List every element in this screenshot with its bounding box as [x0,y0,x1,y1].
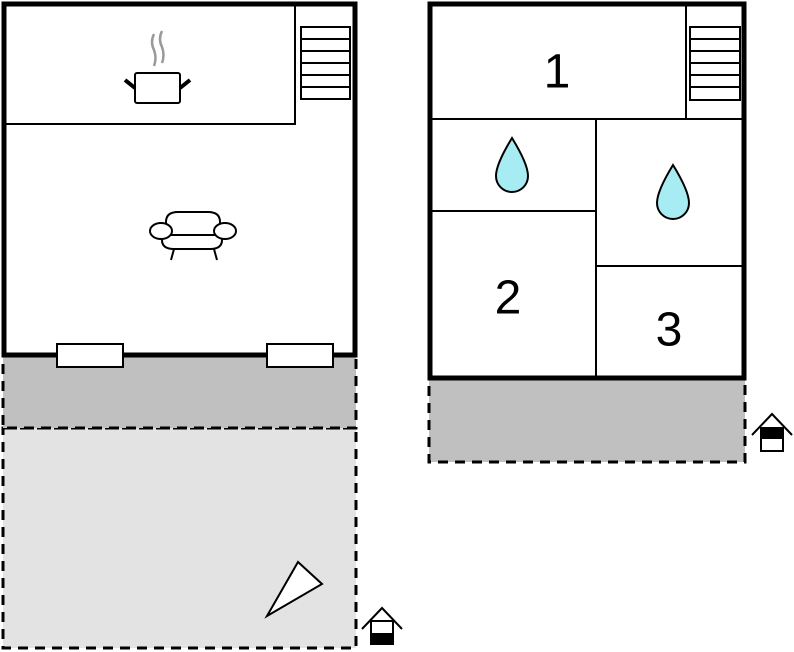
ground-floor-outline [1,1,358,358]
ground-floor [1,1,403,650]
upper-floor: 1 2 3 [427,1,793,464]
window [266,343,334,368]
water-drop-icon [494,136,530,193]
room-label-3: 3 [656,304,683,357]
cooking-pot-icon [123,30,192,104]
kitchen-room [4,4,296,125]
stairs-icon [300,26,351,100]
house-entrance-icon [361,606,403,645]
room-walls [430,4,744,378]
stairs-icon [689,26,741,101]
window [56,343,124,368]
house-entrance-icon [751,412,793,452]
garden-area [1,426,358,650]
balcony-area [427,376,747,464]
room-label-2: 2 [495,272,522,325]
compass-arrow-icon [264,560,324,619]
armchair-icon [149,211,237,261]
water-drop-icon [655,163,691,220]
upper-floor-outline [427,1,747,381]
room-label-1: 1 [544,46,571,99]
